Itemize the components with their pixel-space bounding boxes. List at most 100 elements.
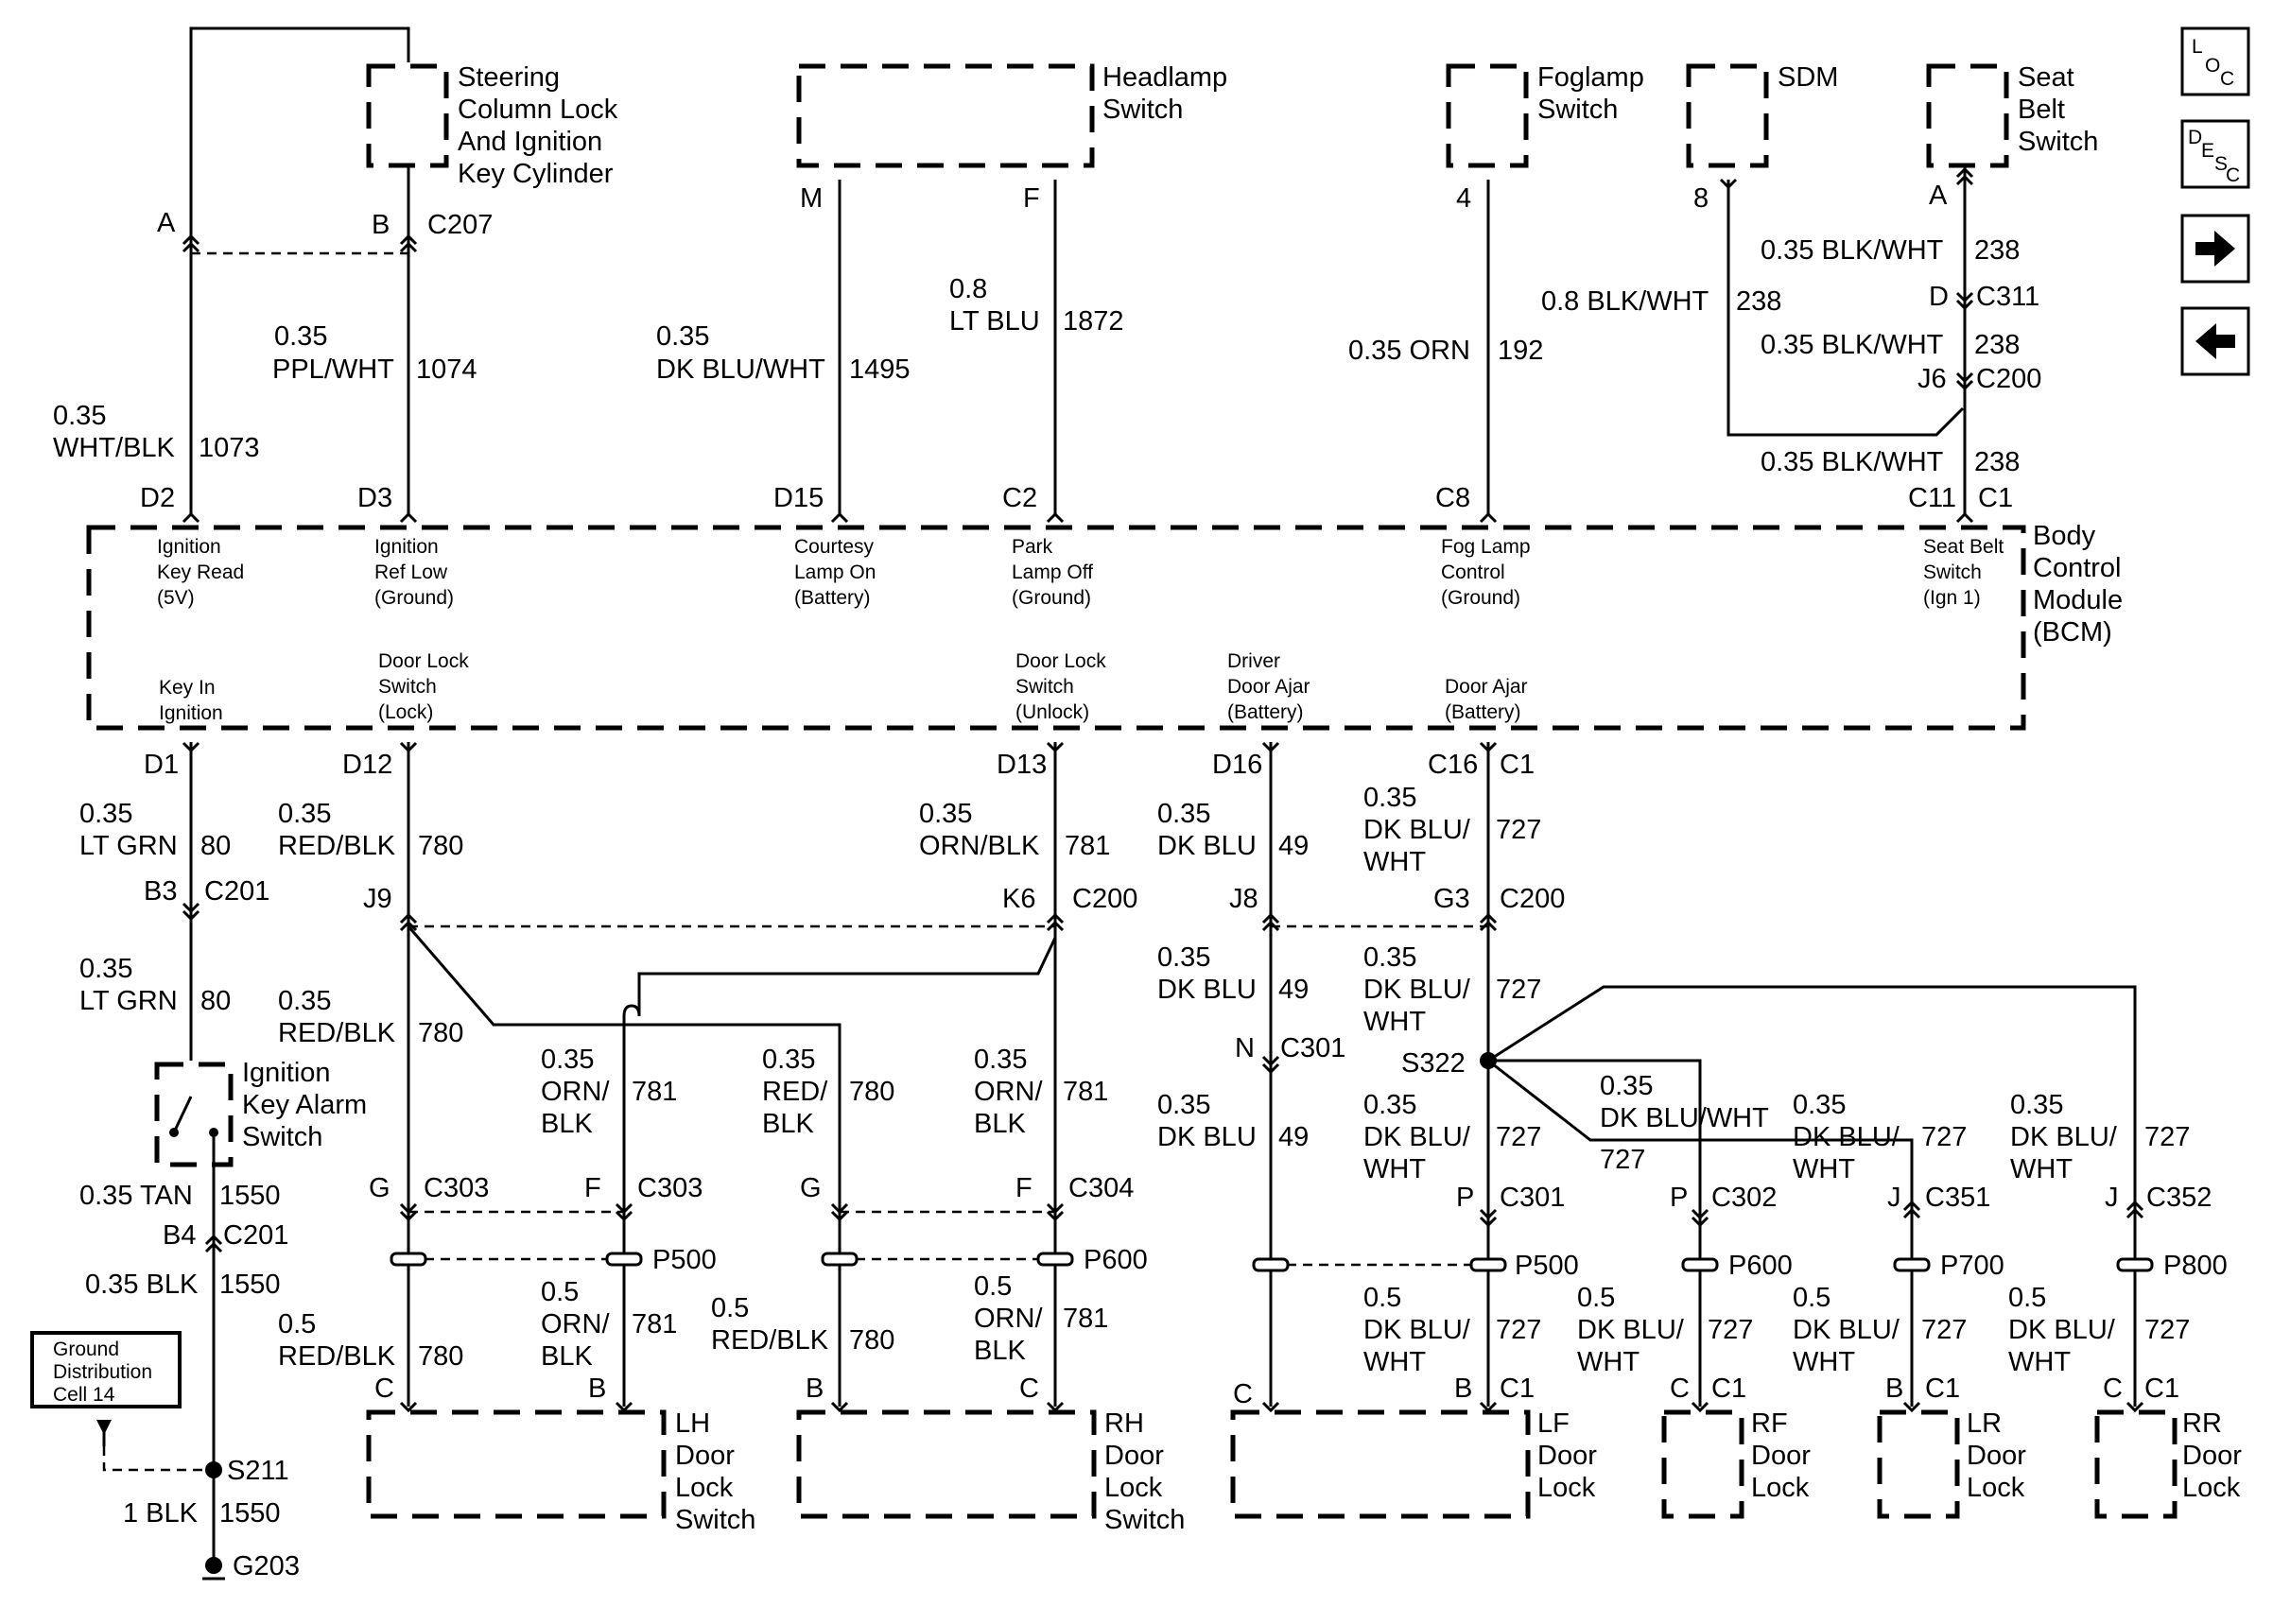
connector-c201-b: C201: [223, 1220, 288, 1251]
bcm-top-pin-marks: [182, 511, 1974, 524]
pin-f-rh: F: [1015, 1173, 1032, 1203]
rh-door-lock-switch[interactable]: RH Door Lock Switch: [796, 1408, 1185, 1535]
bcm-desc-text: Ref Low: [374, 561, 448, 583]
loc-button[interactable]: L O C: [2180, 26, 2250, 96]
bcm-pin-c11: C11: [1908, 483, 1956, 513]
lh-label-1: LH: [675, 1408, 710, 1439]
wire-label: BLK: [541, 1341, 593, 1372]
wire-1073-gauge: 0.35: [53, 401, 106, 431]
bcm-desc-text: (5V): [157, 587, 195, 609]
wire-label: WHT: [1793, 1154, 1855, 1184]
connector-c200-ajar: C200: [1500, 884, 1565, 914]
bcm-desc-text: Switch: [378, 676, 437, 698]
connector-p500: P500: [652, 1245, 717, 1275]
lower-connector-marks: [182, 741, 2144, 1413]
wire-label: 0.5: [1577, 1283, 1615, 1313]
rf-label-2: Door: [1751, 1441, 1811, 1471]
wire-label: BLK: [762, 1109, 814, 1139]
ground-g203-icon: [205, 1557, 222, 1574]
connector-c302: C302: [1711, 1183, 1777, 1213]
ignition-key-alarm-switch[interactable]: Ignition Key Alarm Switch: [154, 1058, 367, 1470]
rh-label-4: Switch: [1104, 1505, 1185, 1535]
wire-label: 0.5: [711, 1293, 749, 1323]
bcm-desc-text: Ignition: [374, 536, 439, 558]
steering-lock-label-2: Column Lock: [458, 95, 618, 125]
bcm-desc-text: (Unlock): [1015, 701, 1089, 723]
wire-label: BLK: [974, 1336, 1026, 1366]
wire-label: WHT: [1793, 1347, 1855, 1377]
wire-label: 780: [849, 1077, 894, 1107]
wire-238-b-spec: 0.35 BLK/WHT: [1761, 330, 1944, 360]
desc-s: S: [2214, 153, 2228, 175]
bcm-desc-text: (Battery): [1227, 701, 1304, 723]
bcm-desc-text: Door Ajar: [1227, 676, 1310, 698]
pin-lh-b: B: [588, 1373, 606, 1404]
connector-c200-top: C200: [1976, 364, 2041, 394]
headlamp-switch-component[interactable]: Headlamp Switch: [796, 62, 1227, 168]
bcm-desc-text: (Battery): [794, 587, 871, 609]
desc-button[interactable]: D E S C: [2180, 119, 2250, 189]
next-page-button[interactable]: [2180, 214, 2250, 284]
rf-door-lock[interactable]: RF Door Lock: [1661, 1408, 1811, 1519]
connector-p800: P800: [2163, 1251, 2228, 1281]
wire-label: 0.35: [1157, 942, 1210, 973]
arrow-left-icon: [2195, 323, 2235, 359]
pin-lf-b: B: [1454, 1373, 1472, 1404]
bcm-desc-text: Door Lock: [378, 650, 469, 672]
wire-label: 727: [1496, 1315, 1541, 1345]
previous-page-button[interactable]: [2180, 306, 2250, 376]
wire-label: RED/BLK: [711, 1325, 829, 1356]
pin-a: A: [157, 208, 176, 238]
wire-label: ORN/: [974, 1077, 1043, 1107]
wire-label: ORN/: [541, 1309, 610, 1339]
wire-label: 0.35: [1157, 1090, 1210, 1120]
steering-column-lock-component[interactable]: Steering Column Lock And Ignition Key Cy…: [189, 26, 618, 189]
wire-label: DK BLU: [1157, 975, 1257, 1005]
bcm-desc-text: Ignition: [159, 702, 223, 724]
ground-dist-label-3: Cell 14: [53, 1384, 115, 1406]
lr-door-lock[interactable]: LR Door Lock: [1877, 1408, 2026, 1519]
wire-1495-gauge: 0.35: [656, 321, 709, 352]
rr-door-lock[interactable]: RR Door Lock: [2094, 1408, 2242, 1519]
pin-4: 4: [1456, 183, 1471, 214]
wire-label: 727: [1496, 1122, 1541, 1152]
foglamp-switch-component[interactable]: Foglamp Switch: [1446, 62, 1644, 168]
connector-c352: C352: [2146, 1183, 2212, 1213]
rh-label-2: Door: [1104, 1441, 1164, 1471]
lf-door-lock[interactable]: LF Door Lock: [1230, 1408, 1597, 1519]
inline-connector-marks: [390, 1252, 2154, 1272]
pin-rr-c1: C1: [2144, 1373, 2179, 1404]
wire-label: 727: [1496, 815, 1541, 845]
bcm-desc-text: Courtesy: [794, 536, 875, 558]
wire-label: 1550: [219, 1270, 281, 1300]
wire-238-c-circuit: 238: [1974, 447, 2020, 477]
bcm-desc-text: (Ground): [1012, 587, 1091, 609]
rr-label-1: RR: [2182, 1408, 2222, 1439]
wire-label: 1550: [219, 1181, 281, 1211]
seat-belt-switch-component[interactable]: Seat Belt Switch: [1926, 62, 2098, 168]
wire-label: 780: [418, 831, 463, 861]
pin-b4: B4: [163, 1220, 196, 1251]
pin-a-seat: A: [1929, 181, 1948, 211]
ground-distribution-box[interactable]: Ground Distribution Cell 14: [30, 1331, 214, 1472]
wire-label: 0.35 TAN: [79, 1181, 193, 1211]
connector-c311: C311: [1976, 282, 2039, 312]
wire-192-circuit: 192: [1498, 336, 1543, 366]
bcm-module[interactable]: Body Control Module (BCM): [86, 521, 2123, 731]
wire-label: 80: [200, 831, 231, 861]
pin-lf-c: C: [1233, 1379, 1253, 1409]
wire-label: DK BLU/: [1363, 975, 1471, 1005]
pin-rf-c: C: [1670, 1373, 1690, 1404]
lh-label-4: Switch: [675, 1505, 755, 1535]
connector-c351: C351: [1925, 1183, 1990, 1213]
bcm-desc-text: (Ground): [374, 587, 454, 609]
pin-k6: K6: [1002, 884, 1035, 914]
wire-238-sdm-spec: 0.8 BLK/WHT: [1541, 286, 1709, 317]
wire-label: WHT: [1577, 1347, 1640, 1377]
sdm-component[interactable]: SDM: [1686, 62, 1838, 168]
lh-door-lock-switch[interactable]: LH Door Lock Switch: [366, 1408, 755, 1535]
wire-1074-circuit: 1074: [416, 354, 477, 385]
wire-label: 1 BLK: [123, 1498, 199, 1529]
pin-b: B: [372, 210, 390, 240]
